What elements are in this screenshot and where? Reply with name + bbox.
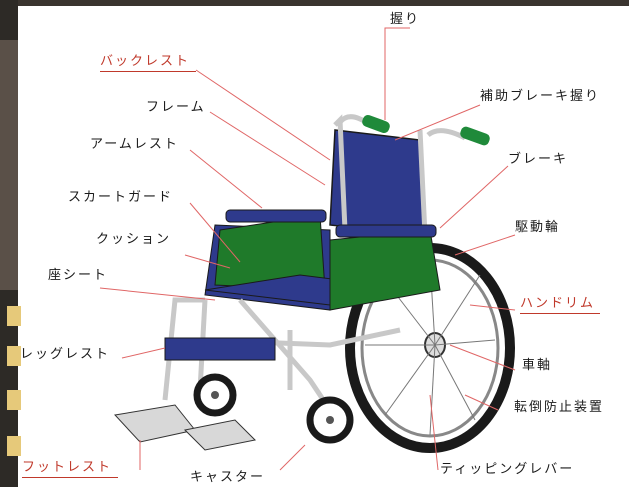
top-photo-strip — [0, 0, 629, 6]
yellow-marker — [7, 346, 21, 366]
label-handrim: ハンドリム — [520, 296, 596, 311]
label-drive-wheel: 駆動輪 — [515, 220, 561, 235]
label-footrest: フットレスト — [22, 460, 113, 475]
label-caster: キャスター — [190, 470, 266, 485]
label-assist-brake: 補助ブレーキ握り — [480, 89, 601, 104]
label-backrest: バックレスト — [100, 54, 191, 69]
yellow-marker — [7, 306, 21, 326]
yellow-marker — [7, 436, 21, 456]
underline-backrest — [100, 71, 196, 72]
footrest-shape — [114, 404, 257, 451]
yellow-marker — [7, 390, 21, 410]
label-frame: フレーム — [146, 100, 206, 115]
legrest-shape — [164, 337, 276, 361]
label-cushion: クッション — [96, 232, 172, 247]
label-tipping-lever: ティッピングレバー — [440, 462, 575, 477]
label-brake: ブレーキ — [508, 152, 569, 167]
leader-lines — [99, 27, 516, 471]
label-grip: 握り — [390, 12, 421, 27]
caster-shape — [193, 373, 354, 444]
underline-handrim — [520, 313, 600, 314]
underline-footrest — [22, 477, 118, 478]
label-seat: 座シート — [48, 268, 109, 283]
label-skirt-guard: スカートガード — [68, 190, 174, 205]
label-anti-tip: 転倒防止装置 — [514, 400, 605, 415]
label-armrest: アームレスト — [90, 137, 179, 152]
seat-shape — [204, 209, 441, 311]
label-axle: 車軸 — [522, 358, 553, 373]
left-photo — [0, 40, 18, 290]
label-legrest: レッグレスト — [20, 347, 111, 362]
backrest-shape — [329, 114, 490, 236]
